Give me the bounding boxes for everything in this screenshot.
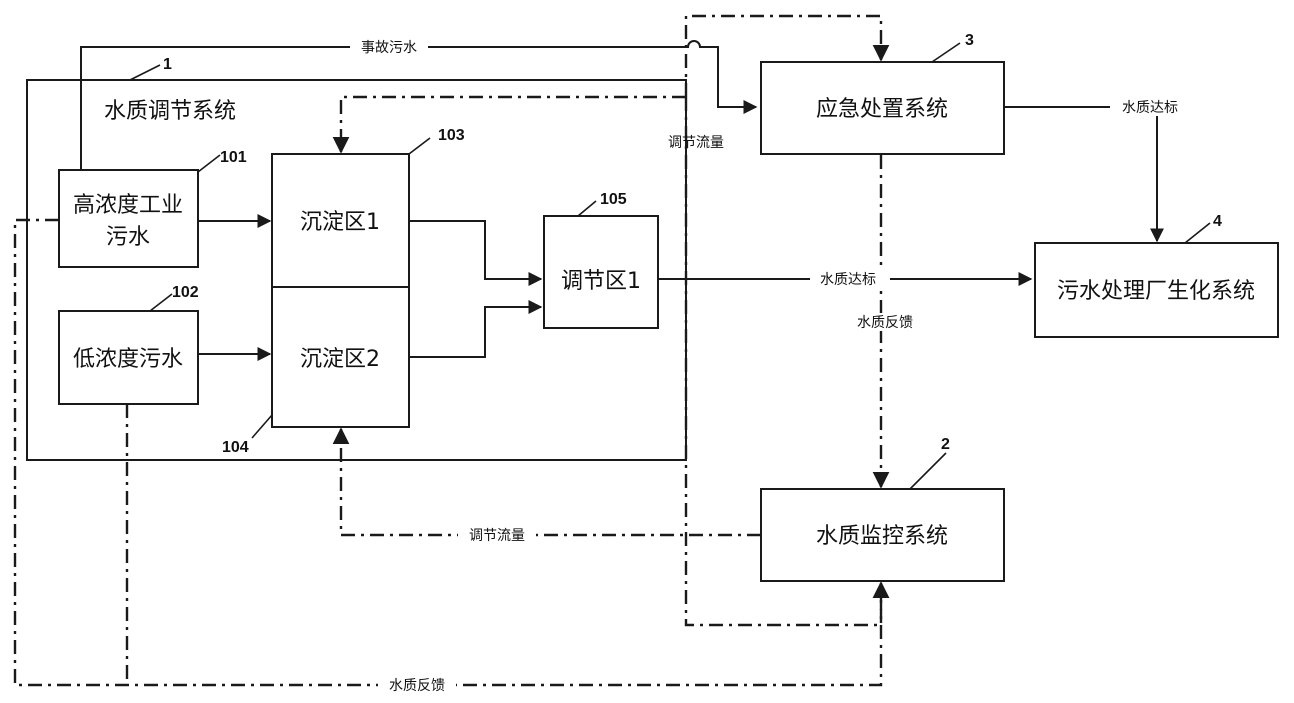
leader-3 — [931, 42, 961, 63]
adjust1-label: 调节区1 — [561, 269, 641, 294]
leader-4 — [1184, 222, 1211, 244]
sed2-label: 沉淀区2 — [300, 347, 380, 372]
accident-label: 事故污水 — [361, 40, 417, 56]
quality-ok-label-mid: 水质达标 — [820, 272, 876, 288]
monitor-to-emergency-line — [684, 14, 890, 97]
ref-102: 102 — [172, 284, 199, 301]
ref-3: 3 — [965, 32, 974, 49]
ref-2: 2 — [941, 436, 950, 453]
high-conc-label-line1: 高浓度工业 — [73, 193, 183, 218]
regulation-system-frame — [26, 79, 687, 461]
leader-102 — [149, 293, 173, 312]
arrow-sed1-to-adjust — [409, 220, 543, 286]
emergency-box — [760, 61, 1005, 155]
arrow-emergency-to-wwtp — [1004, 106, 1164, 243]
leader-2 — [909, 452, 947, 490]
emergency-label: 应急处置系统 — [816, 97, 948, 122]
arrow-sed2-to-adjust — [409, 300, 543, 358]
high-conc-label-line2: 污水 — [106, 225, 150, 250]
monitor-label: 水质监控系统 — [816, 524, 948, 549]
ref-104: 104 — [222, 439, 249, 456]
adjust-flow-label-top: 调节流量 — [668, 135, 724, 151]
leader-103 — [408, 137, 431, 155]
accident-line — [80, 40, 758, 170]
low-conc-label: 低浓度污水 — [73, 347, 183, 372]
feedback-label-bottom: 水质反馈 — [389, 678, 445, 694]
quality-ok-label-top: 水质达标 — [1122, 100, 1178, 116]
wwtp-box — [1034, 242, 1279, 338]
ref-101: 101 — [220, 149, 247, 166]
ref-103: 103 — [438, 127, 465, 144]
monitor-box — [760, 488, 1005, 582]
leader-104 — [251, 414, 273, 439]
adjust-flow-line-top — [332, 95, 686, 154]
feedback-label-mid: 水质反馈 — [857, 315, 913, 331]
ref-4: 4 — [1213, 213, 1222, 230]
wwtp-label: 污水处理厂生化系统 — [1057, 279, 1255, 304]
ref-1: 1 — [163, 56, 172, 73]
sed1-label: 沉淀区1 — [300, 210, 380, 235]
sed1-box — [271, 153, 410, 288]
leader-101 — [197, 154, 221, 173]
leader-105 — [577, 200, 597, 217]
adjust1-box — [543, 215, 659, 329]
adjust-flow-label-bottom: 调节流量 — [469, 528, 525, 544]
regulation-system-title: 水质调节系统 — [104, 99, 236, 124]
adjust-flow-line-bottom — [332, 427, 761, 537]
feedback-loop-right — [684, 97, 890, 627]
low-conc-box — [58, 310, 199, 405]
feedback-loop-left — [13, 218, 890, 687]
leader-1 — [129, 64, 161, 81]
high-conc-box — [58, 169, 199, 268]
ref-105: 105 — [600, 191, 627, 208]
sed2-box — [271, 286, 410, 428]
